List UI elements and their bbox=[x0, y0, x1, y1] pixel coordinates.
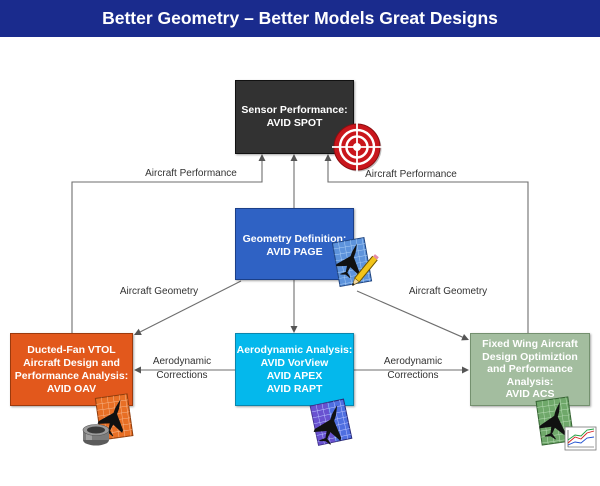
node-title: Aircraft Design and bbox=[23, 356, 120, 369]
node-product: AVID SPOT bbox=[266, 117, 323, 129]
aerodynamic-analysis-node: Aerodynamic Analysis: AVID VorView AVID … bbox=[235, 333, 354, 406]
node-title: Aerodynamic Analysis: bbox=[236, 343, 353, 356]
edge-label-aircraft-geometry-right: Aircraft Geometry bbox=[408, 286, 488, 297]
edge-ducted-to-sensor bbox=[71, 161, 263, 333]
slide-title: Better Geometry – Better Models Great De… bbox=[0, 0, 600, 37]
node-title: Geometry Definition: bbox=[242, 233, 347, 245]
edge-label-line: Aerodynamic bbox=[383, 356, 443, 367]
node-product: AVID APEX bbox=[266, 369, 323, 382]
node-label: Sensor Performance: AVID SPOT bbox=[241, 104, 347, 130]
arrowhead bbox=[258, 154, 266, 161]
aircraft-grid-icon bbox=[309, 398, 353, 448]
edge-label-aerodynamic-corrections-right: Aerodynamic Corrections bbox=[373, 355, 453, 383]
edge-label-aircraft-geometry-left: Aircraft Geometry bbox=[119, 286, 199, 297]
arrowhead bbox=[462, 366, 469, 374]
node-title: and Performance bbox=[487, 363, 573, 376]
node-title: Ducted-Fan VTOL bbox=[27, 343, 116, 356]
node-product: AVID ACS bbox=[505, 388, 555, 401]
aircraft-grid-ducted-fan-icon bbox=[82, 393, 134, 446]
edge-geometry-to-ducted bbox=[140, 280, 242, 333]
target-icon bbox=[332, 122, 382, 172]
node-title: Performance Analysis: bbox=[14, 369, 129, 382]
node-label: Aerodynamic Analysis: AVID VorView AVID … bbox=[237, 344, 353, 396]
aircraft-grid-pencil-icon bbox=[331, 236, 379, 288]
arrowhead bbox=[324, 154, 332, 161]
edge-label-line: Aerodynamic bbox=[152, 356, 212, 367]
node-title: Sensor Performance: bbox=[241, 104, 348, 116]
arrowhead bbox=[134, 328, 142, 335]
node-label: Fixed Wing Aircraft Design Optimiztion a… bbox=[482, 338, 578, 401]
aircraft-grid-chart-icon bbox=[535, 396, 597, 451]
arrowhead bbox=[290, 154, 298, 161]
arrowhead bbox=[134, 366, 141, 374]
node-title: Design Optimiztion bbox=[482, 350, 578, 363]
ducted-fan-vtol-node: Ducted-Fan VTOL Aircraft Design and Perf… bbox=[10, 333, 133, 406]
node-label: Geometry Definition: AVID PAGE bbox=[243, 233, 347, 259]
node-product: AVID RAPT bbox=[266, 382, 323, 395]
node-title: Fixed Wing Aircraft bbox=[482, 338, 578, 351]
edge-label-line: Corrections bbox=[156, 370, 208, 381]
edge-label-aircraft-performance-right: Aircraft Performance bbox=[365, 169, 457, 180]
node-label: Ducted-Fan VTOL Aircraft Design and Perf… bbox=[15, 344, 128, 396]
edge-label-aerodynamic-corrections-left: Aerodynamic Corrections bbox=[142, 355, 222, 383]
node-product: AVID VorView bbox=[260, 356, 329, 369]
edge-geometry-to-fixed bbox=[356, 290, 463, 338]
node-product: AVID PAGE bbox=[266, 246, 323, 258]
node-product: AVID OAV bbox=[46, 382, 97, 395]
edge-label-line: Corrections bbox=[387, 370, 439, 381]
arrowhead bbox=[461, 333, 469, 341]
arrowhead bbox=[290, 326, 298, 333]
node-title: Analysis: bbox=[506, 375, 554, 388]
fixed-wing-aircraft-node: Fixed Wing Aircraft Design Optimiztion a… bbox=[470, 333, 590, 406]
edge-label-aircraft-performance-left: Aircraft Performance bbox=[145, 168, 237, 179]
edge-fixed-to-sensor bbox=[327, 161, 529, 333]
